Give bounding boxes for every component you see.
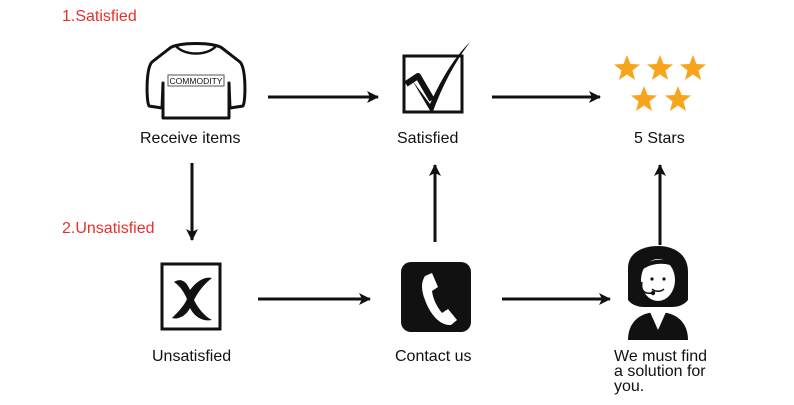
star-icon <box>665 86 691 111</box>
caption-contact-us: Contact us <box>395 348 472 365</box>
caption-solution-line: We must find <box>614 348 708 365</box>
star-icon <box>614 55 640 80</box>
star-icon <box>631 86 657 111</box>
checkbox-check-icon <box>402 42 470 114</box>
caption-receive-items: Receive items <box>140 130 241 147</box>
caption-five-stars: 5 Stars <box>634 130 685 147</box>
star-icon <box>647 55 673 80</box>
section-label-satisfied: 1.Satisfied <box>62 8 137 25</box>
section-label-unsatisfied: 2.Unsatisfied <box>62 220 155 237</box>
stars-icon <box>614 55 706 111</box>
caption-unsatisfied: Unsatisfied <box>152 348 232 365</box>
sweater-icon: COMMODITY <box>145 42 247 120</box>
checkbox-x-icon <box>160 262 222 331</box>
star-icon <box>680 55 706 80</box>
phone-icon <box>401 262 471 332</box>
caption-solution-line: a solution for <box>614 363 706 380</box>
sweater-label: COMMODITY <box>170 76 223 86</box>
caption-solution-line: you. <box>614 378 645 395</box>
support-agent-icon <box>628 246 688 340</box>
caption-solution: We must find a solution for you. <box>614 348 724 395</box>
caption-satisfied: Satisfied <box>397 130 459 147</box>
